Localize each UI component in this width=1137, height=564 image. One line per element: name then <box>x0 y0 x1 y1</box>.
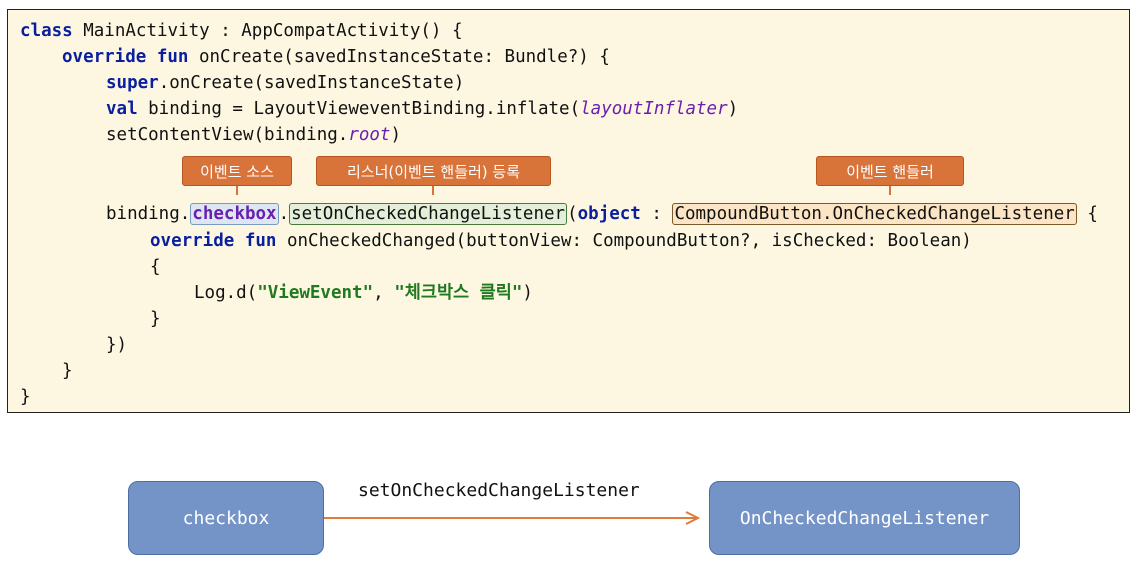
edge-label: setOnCheckedChangeListener <box>358 480 640 501</box>
code-text: { <box>1076 204 1098 224</box>
event-handler-highlight: CompoundButton.OnCheckedChangeListener <box>672 203 1077 225</box>
code-line-oncheckedchanged: override fun onCheckedChanged(buttonView… <box>150 228 972 254</box>
string-literal: "ViewEvent" <box>257 283 374 303</box>
keyword: class <box>20 21 73 41</box>
arrow-head-icon <box>685 511 701 525</box>
event-handler-connector <box>889 186 891 195</box>
listener-method-highlight: setOnCheckedChangeListener <box>289 203 568 225</box>
arrow-connector <box>324 511 701 525</box>
code-line-super: super.onCreate(savedInstanceState) <box>106 70 464 96</box>
keyword: override <box>62 47 147 67</box>
code-line-open-brace: { <box>150 257 161 277</box>
event-handler-tag: 이벤트 핸들러 <box>816 156 964 186</box>
code-text: ( <box>567 204 578 224</box>
keyword: object <box>577 204 641 224</box>
code-line-binding: val binding = LayoutVieweventBinding.inf… <box>106 96 738 122</box>
event-source-text: checkbox <box>192 204 277 224</box>
code-line-close-paren: }) <box>106 335 128 355</box>
keyword: fun <box>156 47 189 67</box>
code-text: MainActivity : AppCompatActivity() { <box>72 21 463 41</box>
property-ref: layoutInflater <box>580 99 728 119</box>
code-text: onCheckedChanged(buttonView: CompoundBut… <box>276 231 972 251</box>
code-text: : <box>640 204 673 224</box>
keyword: super <box>106 73 159 93</box>
code-line-class: class MainActivity : AppCompatActivity()… <box>20 18 463 44</box>
code-block: class MainActivity : AppCompatActivity()… <box>7 9 1130 413</box>
code-text: .onCreate(savedInstanceState) <box>158 73 465 93</box>
code-line-close-brace-3: } <box>20 387 31 407</box>
code-line-close-brace-2: } <box>62 361 73 381</box>
code-text: onCreate(savedInstanceState: Bundle?) { <box>188 47 610 67</box>
string-literal: "체크박스 클릭" <box>394 283 523 303</box>
code-text: ) <box>727 99 739 119</box>
checkbox-node: checkbox <box>128 481 324 555</box>
listener-node: OnCheckedChangeListener <box>709 481 1020 555</box>
code-text: Log.d( <box>194 283 258 303</box>
property-ref: root <box>348 125 391 145</box>
keyword: override <box>150 231 235 251</box>
event-source-highlight: checkbox <box>190 203 279 225</box>
code-line-close-brace-1: } <box>150 309 161 329</box>
event-source-tag: 이벤트 소스 <box>182 156 292 186</box>
code-line-log: Log.d("ViewEvent", "체크박스 클릭") <box>194 280 533 306</box>
code-line-setcontentview: setContentView(binding.root) <box>106 122 401 148</box>
code-text: . <box>278 204 290 224</box>
code-text: setContentView(binding. <box>106 125 349 145</box>
keyword: val <box>106 99 138 119</box>
code-text: ) <box>522 283 533 303</box>
event-source-connector <box>236 186 238 195</box>
listener-registration-tag: 리스너(이벤트 핸들러) 등록 <box>316 156 551 186</box>
code-text: binding = LayoutVieweventBinding.inflate… <box>137 99 581 119</box>
code-line-set-listener: binding.checkbox.setOnCheckedChangeListe… <box>106 201 1098 227</box>
code-text: binding. <box>106 204 191 224</box>
keyword: fun <box>244 231 277 251</box>
code-line-oncreate: override fun onCreate(savedInstanceState… <box>62 44 610 70</box>
listener-registration-connector <box>432 186 434 195</box>
code-text: , <box>373 283 395 303</box>
code-text: ) <box>390 125 402 145</box>
